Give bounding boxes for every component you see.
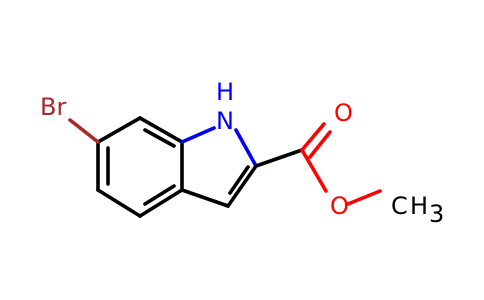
methyl-hydrogen-label: H [410,192,428,220]
benzene-ring [96,116,184,218]
methyl-subscript-label: 3 [429,200,444,228]
ester-oxygen-label: O [330,192,349,220]
bond-carbonyl-carbon-ester-oxygen [300,148,328,193]
bond-c7-br [68,118,100,144]
bond-c9-c4 [96,188,142,218]
bromine-substituent [68,118,100,144]
carbonyl-oxygen-label: O [334,99,353,127]
bond-c2-n1 [234,128,258,168]
nitrogen-label: N [216,107,234,135]
bond-c2-carbonyl-carbon [254,148,304,168]
bond-n1-c6 [180,126,216,144]
bond-c5-c3 [180,188,230,208]
inner-bond-c6-c7 [143,128,176,148]
atom-labels: Br H N O O C H 3 [40,78,444,228]
bond-c4-c5 [138,188,184,218]
inner-bond-c4-c5 [143,184,176,206]
bond-carbonyl-double-inner [308,130,332,159]
bromine-label: Br [40,93,66,121]
pyrrole-ring [180,126,258,208]
bond-c3-c2 [226,164,258,208]
methyl-carbon-label: C [391,192,408,220]
bond-ester-oxygen-methyl [346,189,382,206]
nitrogen-hydrogen-label: H [216,78,234,106]
bond-c6-c7 [138,116,184,144]
inner-bond-c3-c2 [228,165,250,195]
bond-carbonyl-double-outer [300,122,326,152]
bond-c7-c8 [96,116,142,144]
ester-substituent [254,122,382,206]
